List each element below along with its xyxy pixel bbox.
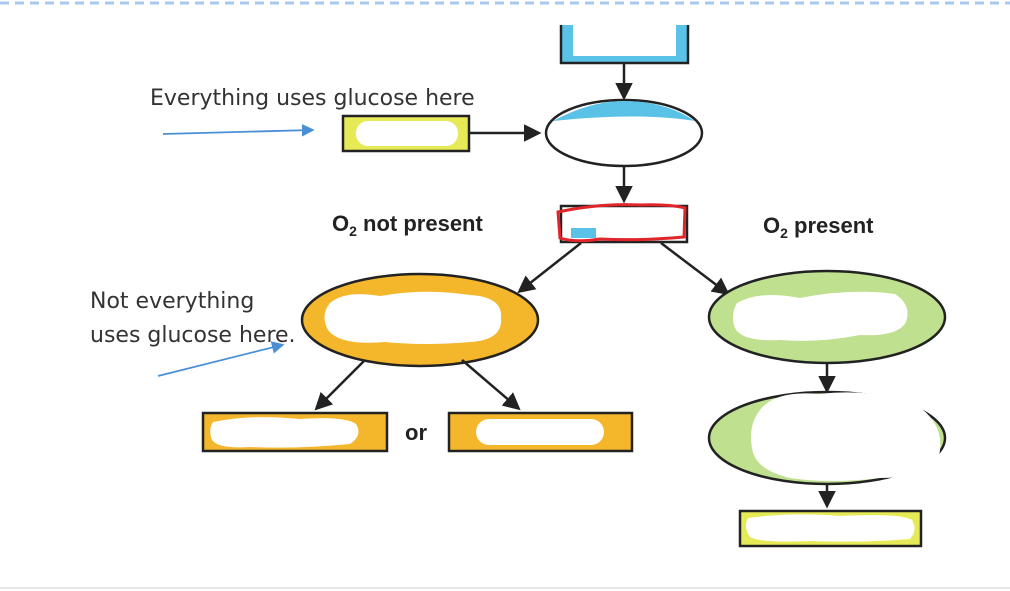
fermentation-annotation-arrow [157,341,285,377]
krebs-cycle-ellipse [707,269,947,365]
arrow-pyruvate-to-krebs [660,242,730,296]
glycolysis-annotation: Everything uses glucose here [150,86,475,111]
pyruvate-box [556,203,689,244]
red-highlight [556,203,687,243]
arrow-pyruvate-to-fermentation [517,242,582,294]
electron-transport-ellipse [707,390,947,486]
fermentation-product-a-box [201,411,389,453]
arrow-fermentation-to-product-b [461,359,521,411]
arrow-fermentation-to-product-a [314,359,366,411]
or-label: or [405,420,427,445]
fermentation-ellipse [300,272,540,368]
glycolysis-input-box [341,114,471,153]
oxygen-present-label: O2 present [763,213,874,241]
glycolysis-annotation-arrow [162,123,315,137]
glucose-container [559,25,690,65]
final-product-box [738,509,923,548]
fermentation-annotation-line-2: uses glucose here. [90,323,296,348]
oxygen-absent-label: O2 not present [332,211,483,239]
fermentation-annotation-line-1: Not everything [90,289,254,314]
fermentation-product-b-box [447,411,634,453]
glycolysis-ellipse [544,98,704,168]
